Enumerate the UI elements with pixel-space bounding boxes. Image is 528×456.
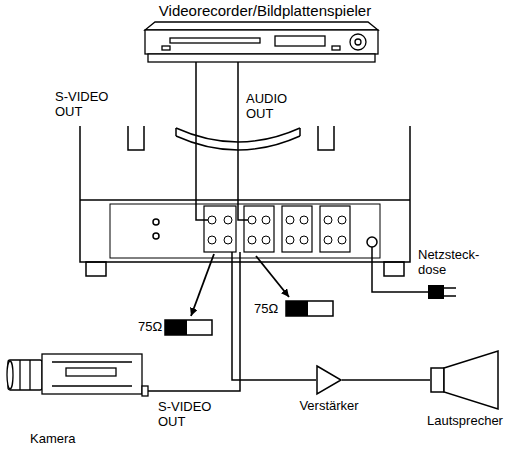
device-label: Lautsprecher bbox=[427, 414, 503, 429]
camera-plate bbox=[66, 368, 116, 376]
jack bbox=[262, 216, 270, 224]
camera-lens bbox=[8, 360, 42, 390]
button bbox=[162, 46, 170, 50]
port-label: S-VIDEO OUT bbox=[158, 400, 220, 430]
device-label: Verstärker bbox=[299, 399, 358, 414]
camera: Kamera bbox=[6, 352, 148, 398]
jack bbox=[338, 216, 346, 224]
jack bbox=[286, 236, 294, 244]
amplifier-symbol bbox=[317, 366, 341, 394]
loudspeaker-shape bbox=[430, 350, 500, 410]
jack bbox=[248, 216, 256, 224]
device-label-box: Lautsprecher bbox=[427, 414, 503, 429]
cable bbox=[238, 62, 248, 220]
jack bbox=[208, 236, 216, 244]
pointer-arrow bbox=[256, 256, 289, 297]
rear-panel bbox=[110, 204, 380, 258]
lens-ring bbox=[20, 360, 30, 390]
jack bbox=[224, 236, 232, 244]
control-knob bbox=[350, 34, 366, 50]
screw bbox=[153, 219, 159, 225]
jack bbox=[324, 216, 332, 224]
jack bbox=[248, 236, 256, 244]
control-knob bbox=[355, 39, 361, 45]
signal-line bbox=[342, 379, 430, 381]
camera-shape bbox=[6, 352, 148, 398]
jack bbox=[286, 216, 294, 224]
switch-label: 75Ω bbox=[138, 320, 162, 335]
device-top bbox=[145, 22, 378, 30]
display-window bbox=[275, 36, 325, 46]
switch-body bbox=[286, 301, 333, 316]
power-inlet bbox=[367, 237, 377, 247]
device-heading-box: Videorecorder/Bildplattenspieler bbox=[100, 2, 430, 19]
jack bbox=[208, 216, 216, 224]
connector-module bbox=[320, 206, 350, 252]
port-label-box: S-VIDEO OUT bbox=[158, 400, 220, 430]
port-label: AUDIO OUT bbox=[246, 92, 298, 122]
device-label: Kamera bbox=[30, 432, 76, 447]
monitor-foot bbox=[86, 262, 106, 276]
monitor-handle bbox=[318, 126, 334, 150]
switch-label-box: 75Ω bbox=[254, 302, 278, 317]
screw bbox=[153, 233, 159, 239]
speaker-cone bbox=[444, 351, 498, 409]
switch-label-box: 75Ω bbox=[138, 320, 162, 335]
monitor-housing bbox=[80, 126, 410, 262]
jack bbox=[224, 216, 232, 224]
video-recorder: Videorecorder/Bildplattenspieler bbox=[100, 0, 430, 64]
power-plug bbox=[428, 285, 444, 299]
cable bbox=[196, 62, 208, 220]
switch-label: 75Ω bbox=[254, 302, 278, 317]
port-label: S-VIDEO OUT bbox=[55, 90, 117, 120]
jack bbox=[300, 216, 308, 224]
jack bbox=[262, 236, 270, 244]
loudspeaker: Lautsprecher bbox=[430, 350, 500, 410]
jacks bbox=[208, 216, 346, 244]
device-label-box: Kamera bbox=[30, 432, 76, 447]
device-label-box: Verstärker bbox=[299, 399, 358, 414]
jack bbox=[300, 236, 308, 244]
jack bbox=[324, 236, 332, 244]
outlet-label-box: Netzsteck- dose bbox=[418, 248, 488, 278]
camera-connector bbox=[142, 386, 148, 396]
lens-front bbox=[7, 361, 13, 389]
port-label-box: S-VIDEO OUT bbox=[55, 90, 117, 120]
connector-module bbox=[282, 206, 312, 252]
cable bbox=[232, 252, 316, 380]
camera-rib bbox=[52, 362, 132, 386]
device-heading: Videorecorder/Bildplattenspieler bbox=[100, 2, 430, 19]
connector-module bbox=[204, 206, 236, 252]
monitor-handle bbox=[128, 126, 144, 150]
connector-module bbox=[244, 206, 274, 252]
switch-slider bbox=[165, 320, 187, 335]
outlet-label: Netzsteck- dose bbox=[418, 248, 488, 278]
jack bbox=[338, 236, 346, 244]
disc-slot bbox=[170, 38, 260, 43]
speaker-magnet bbox=[431, 368, 444, 392]
monitor-foot bbox=[384, 262, 404, 276]
camera-body bbox=[42, 354, 142, 394]
pointer-arrow bbox=[191, 254, 214, 316]
monitor-edge bbox=[80, 199, 410, 201]
switch-body bbox=[165, 320, 212, 335]
button bbox=[332, 46, 340, 50]
plug-prong bbox=[444, 288, 456, 296]
device-base bbox=[148, 54, 375, 62]
switch-slider bbox=[286, 301, 308, 316]
device-front bbox=[145, 30, 378, 54]
port-label-box: AUDIO OUT bbox=[246, 92, 298, 122]
amplifier: Verstärker bbox=[316, 365, 342, 395]
amplifier-shape bbox=[316, 365, 342, 395]
